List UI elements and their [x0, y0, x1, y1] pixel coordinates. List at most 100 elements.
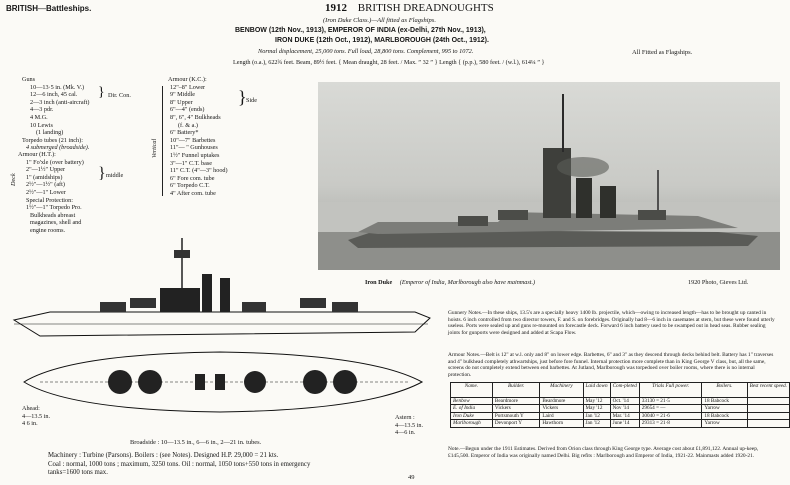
ahead-label: Ahead: [22, 405, 40, 412]
photo-credit: 1920 Photo, Gieves Ltd. [688, 279, 749, 286]
photo-funnel-fore [576, 178, 592, 218]
photo-caption-name: Iron Duke [365, 279, 393, 286]
table-cell [746, 396, 790, 406]
profile-turret-a [100, 302, 126, 312]
general-note: Note.—Begun under the 1911 Estimates. De… [448, 446, 759, 459]
plan-hull [23, 351, 424, 413]
armour-ht-line: magazines, shell and [30, 219, 82, 227]
table-cell: Oct. '14 [609, 396, 640, 406]
table-row: Marlborough Devonport Y Hawthorn Jan '12… [450, 419, 790, 428]
gun-line: 2—3 inch (anti-aircraft) [30, 98, 90, 106]
guns-title: Guns [22, 76, 36, 83]
gun-line: 4 submerged (broadside). [26, 144, 90, 152]
armour-kc-line: 11" C.T. (4"—3" hood) [170, 167, 228, 175]
table-cell: Nov '14 [609, 404, 640, 413]
table-cell: Beardmore [491, 396, 541, 406]
armour-kc-line: 3"—1" C.T. base [170, 159, 213, 167]
table-cell: 18 Babcock [701, 411, 748, 421]
gun-line: 10—13·5 in. (Mk. V.) [30, 83, 85, 91]
ship-photo [318, 82, 780, 270]
photo-hull [348, 230, 758, 248]
armour-ht-line: Bulkheads abreast [30, 211, 76, 219]
armour-ht-line: 2"—1½" Upper [26, 166, 66, 174]
table-cell: Jan '12 [582, 419, 611, 428]
page-title: 1912 BRITISH DREADNOUGHTS [325, 2, 494, 14]
machinery-line-1: Machinery : Turbine (Parsons). Boilers :… [48, 452, 279, 459]
table-cell: Jan '12 [582, 411, 611, 421]
table-cell: 29654 = — [638, 404, 703, 413]
table-cell: Beardmore [539, 396, 584, 406]
ship-plans-drawing [12, 238, 431, 413]
table-header: Machinery [539, 382, 584, 398]
table-cell: E. of India [450, 404, 493, 413]
armour-kc-line: 1½" Funnel uptakes [170, 151, 220, 159]
armour-kc-line: 6" Fore com. tube [170, 174, 215, 182]
armour-kc-line: 8", 6", 4" Bulkheads [170, 113, 221, 121]
section-heading: BRITISH—Battleships. [6, 4, 91, 13]
armour-ht-title: Armour (H.T.): [18, 151, 56, 158]
table-cell [746, 419, 790, 428]
armour-kc-line: 4" After com. tube [170, 189, 216, 197]
armour-kc-line: 9" Middle [170, 91, 196, 99]
photo-smoke [557, 157, 609, 177]
table-cell: Yarrow [701, 404, 748, 413]
photo-turret-a [498, 210, 528, 220]
profile-turret-x [300, 298, 326, 308]
armour-ht-line: engine rooms. [30, 226, 66, 234]
gun-line: (1 landing) [36, 129, 64, 137]
vertical-label: Vertical [151, 138, 158, 158]
photo-bridge [543, 148, 571, 218]
broadside-line: Broadside : 10—13.5 in., 6—6 in., 2—21 i… [130, 439, 262, 446]
table-cell: Portsmouth Y [491, 411, 541, 421]
gun-line: 10 Lewis [30, 121, 53, 129]
guns-block: Guns 10—13·5 in. (Mk. V.) 12—6 inch, 45 … [22, 76, 90, 152]
table-cell: Vickers [539, 404, 584, 413]
table-cell: 29313 = 21·8 [638, 419, 703, 428]
table-header: Name. [450, 382, 493, 398]
displacement-line: Normal displacement, 25,000 tons. Full l… [258, 48, 474, 55]
table-header: Trials Full power. [638, 382, 703, 398]
armour-kc-line: 12"–8" Lower [170, 83, 206, 91]
plan-turret-a [108, 370, 132, 394]
ship-table-wrap: Name. Builder. Machinery Laid down Com-p… [450, 382, 790, 428]
machinery-line-3: tanks=1600 tons max. [48, 469, 108, 477]
table-cell: 33130 = 21·5 [638, 396, 703, 406]
table-cell: May '12 [582, 404, 611, 413]
profile-bridge [160, 288, 200, 312]
gun-line: Torpedo tubes (21 inch): [22, 136, 83, 144]
table-cell: Marlborough [450, 419, 493, 428]
ahead-line: 4 6 in. [22, 420, 38, 428]
plan-turret-x [303, 370, 327, 394]
profile-hull [12, 311, 431, 337]
armour-notes: Armour Notes.—Belt is 12" at w.l. only a… [448, 352, 774, 378]
side-label: Side [246, 97, 258, 104]
deck-label: Deck [10, 173, 17, 186]
ship-names-line-2: IRON DUKE (12th Oct., 1912), MARLBOROUGH… [275, 37, 489, 44]
table-cell: Devonport Y [491, 419, 541, 428]
armour-kc-block: Armour (K.C.): 12"–8" Lower 9" Middle 8"… [168, 76, 228, 198]
table-cell: Vickers [491, 404, 541, 413]
armour-kc-line: 10"—7" Barbettes [170, 136, 216, 144]
astern-block: Astern : 4—13.5 in. 4—6 in. [395, 414, 423, 437]
profile-turret-y [332, 302, 358, 312]
table-cell: May '12 [582, 396, 611, 406]
armour-kc-title: Armour (K.C.): [168, 76, 207, 83]
ship-table: Name. Builder. Machinery Laid down Com-p… [450, 382, 790, 428]
table-row: E. of India Vickers Vickers May '12 Nov … [450, 404, 790, 413]
plan-turret-q [244, 371, 266, 393]
table-cell: 18 Babcock [701, 396, 748, 406]
table-cell: Laird [539, 411, 584, 421]
plan-turret-b [138, 370, 162, 394]
table-cell: June '14 [609, 419, 640, 428]
gunnery-notes: Gunnery Notes.—In these ships, 13.5's ar… [448, 310, 775, 336]
gun-line: 4—3 pdr. [30, 106, 54, 114]
dircon-label: Dir. Con. [108, 92, 131, 99]
plan-turret-y [333, 370, 357, 394]
table-cell: Mar. '14 [609, 411, 640, 421]
ship-plans [10, 232, 450, 442]
ahead-line: 4—13.5 in. [22, 412, 51, 420]
photo-funnel-aft [600, 186, 616, 218]
table-cell: Iron Duke [450, 411, 493, 421]
armour-kc-line: 11"— " Gunhouses [170, 144, 218, 152]
ship-names-line-1: BENBOW (12th Nov., 1913), EMPEROR OF IND… [235, 27, 486, 34]
